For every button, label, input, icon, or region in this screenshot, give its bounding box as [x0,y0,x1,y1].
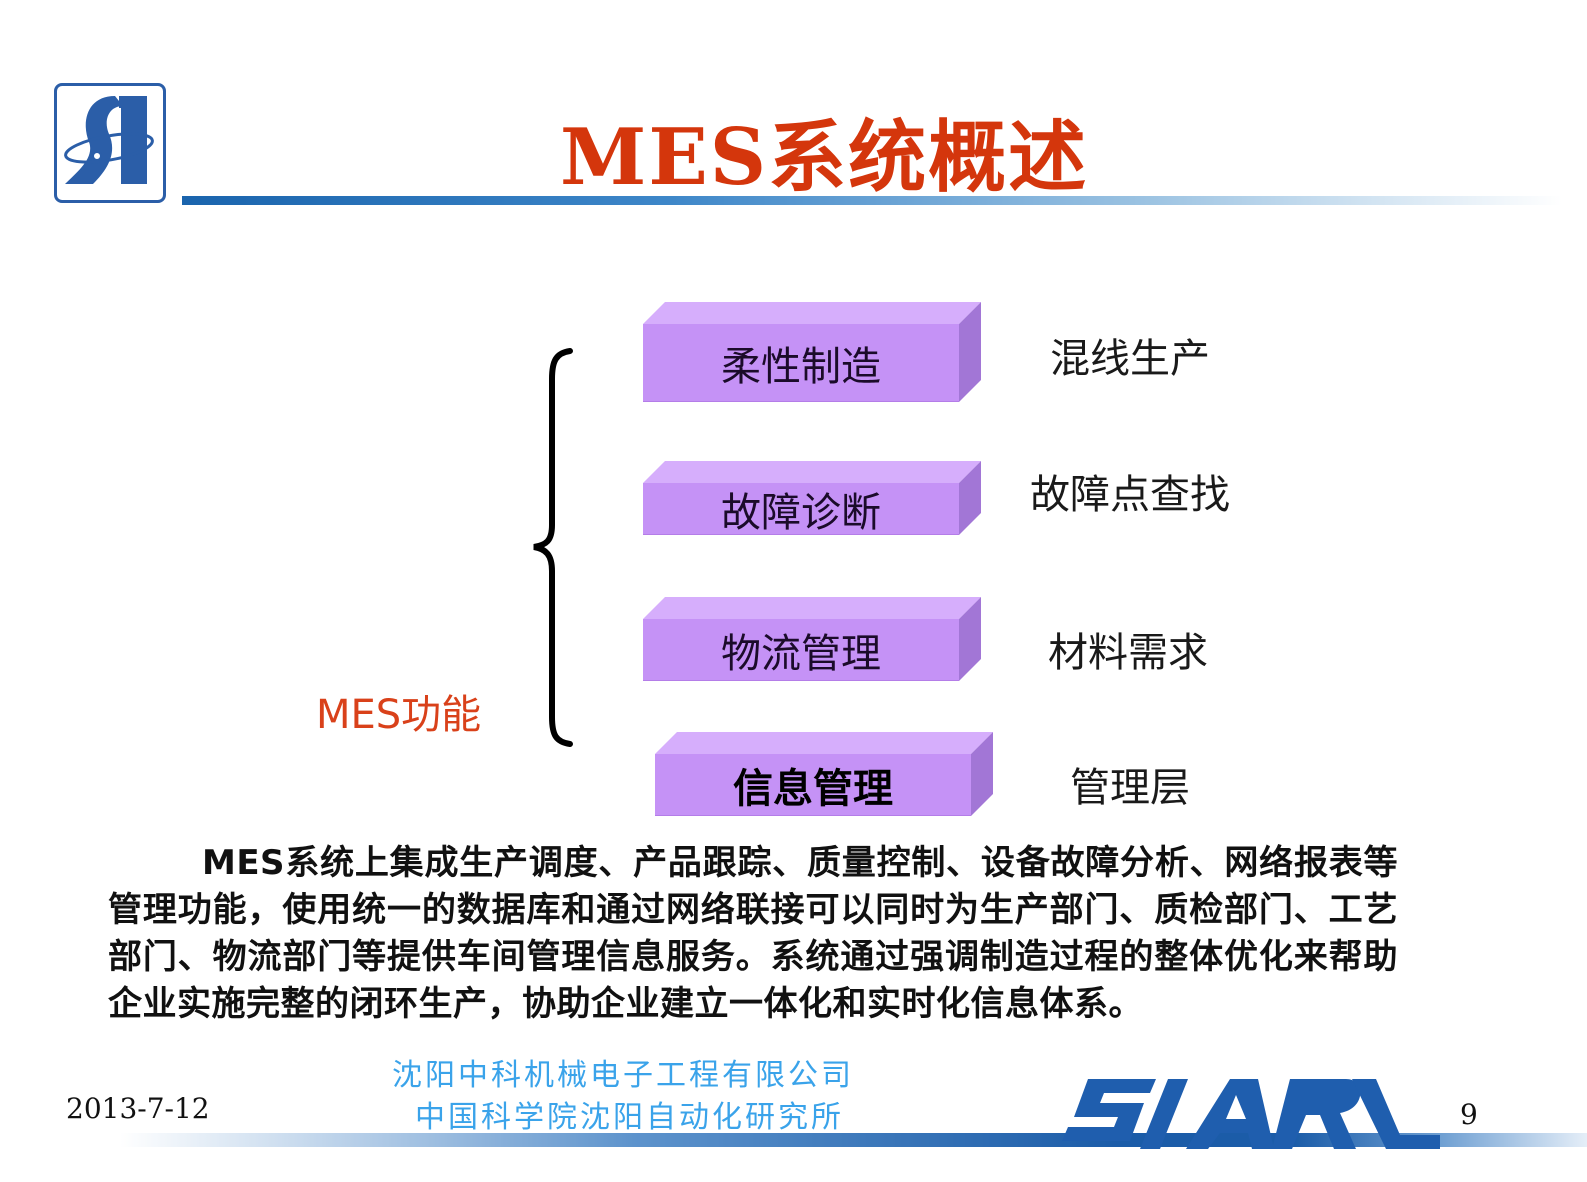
function-description: 材料需求 [1048,630,1208,676]
block-label: 故障诊断 [721,489,881,536]
function-description: 故障点查找 [1030,472,1230,518]
slide-date: 2013-7-12 [66,1092,210,1125]
page-number: 9 [1460,1098,1478,1131]
siarl-logo-icon [1062,1079,1440,1149]
function-description: 管理层 [1070,765,1190,811]
block-label: 信息管理 [733,765,893,812]
curly-brace-icon [533,348,573,747]
footer-divider [120,1133,1587,1147]
sia-logo-icon [64,96,154,184]
block-label: 柔性制造 [721,343,881,390]
org-name-company: 沈阳中科机械电子工程有限公司 [392,1058,854,1093]
body-paragraph: MES系统上集成生产调度、产品跟踪、质量控制、设备故障分析、网络报表等管理功能，… [108,843,1398,1024]
page-title: MES系统概述 [560,112,1089,203]
function-description: 混线生产 [1050,336,1210,382]
title-divider [182,196,1562,205]
sia-logo [54,83,166,203]
org-name-institute: 中国科学院沈阳自动化研究所 [415,1100,844,1135]
mes-functions-label: MES功能 [316,692,482,738]
block-label: 物流管理 [721,630,881,677]
